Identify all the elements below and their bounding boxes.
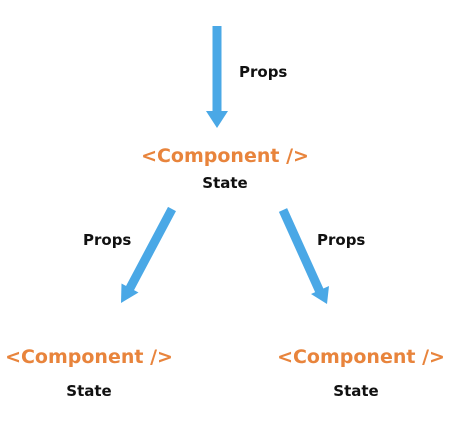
root-state-label: State	[202, 174, 248, 192]
left-child-state-label: State	[66, 382, 112, 400]
right-child-state-label: State	[333, 382, 379, 400]
arrow-right-props	[278, 208, 329, 304]
left-child-component-label: <Component />	[5, 346, 173, 368]
right-child-component-label: <Component />	[277, 346, 445, 368]
arrow-top-props	[206, 26, 228, 128]
top-props-label: Props	[239, 63, 288, 81]
root-component-label: <Component />	[141, 145, 309, 167]
left-props-label: Props	[83, 231, 132, 249]
arrow-left-props	[121, 206, 176, 303]
right-props-label: Props	[317, 231, 366, 249]
